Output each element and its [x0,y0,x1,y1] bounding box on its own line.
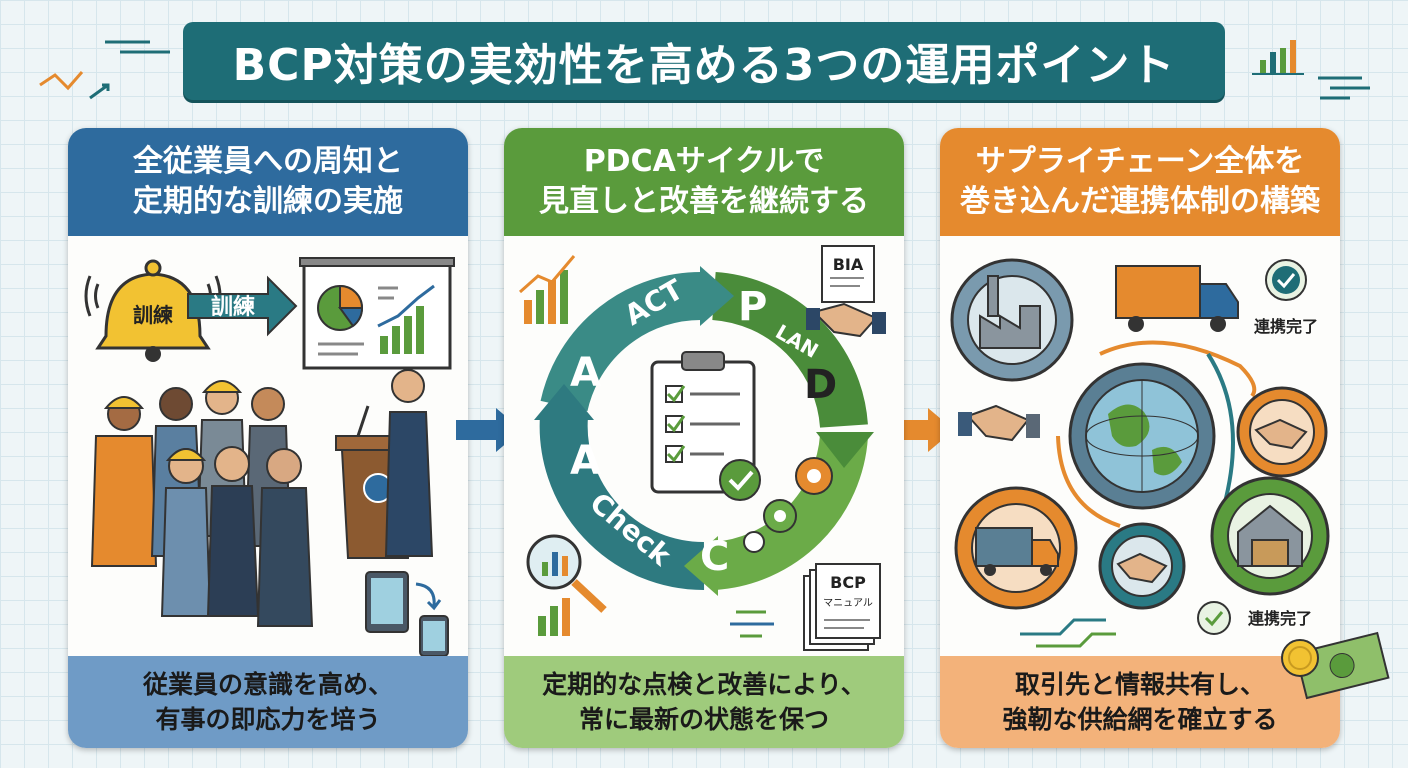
title-banner: BCP対策の実効性を高める3つの運用ポイント [183,22,1225,100]
header-line-1: 全従業員への周知と [133,144,403,180]
employees-group [90,380,314,627]
act-arc [540,271,705,412]
magnifier-chart-icon [526,534,607,636]
clipboard-checklist-icon [650,351,761,501]
manual-label: マニュアル [823,598,873,609]
gear-icon [743,457,833,553]
footer-line-2: 常に最新の状態を保つ [578,705,829,734]
partner-gear-handshake-icon [1236,386,1328,478]
growth-chart-icon [519,255,576,324]
smartphone-icon [419,615,449,657]
footer-line-2: 有事の即応力を培う [155,705,381,734]
do-arc [711,433,868,590]
truck-gear-icon [954,486,1078,610]
dash-deco [730,610,774,638]
handshake-icon [806,302,886,338]
bell-label: 訓練 [133,303,173,327]
training-illustration: 訓練 訓練 [84,257,455,657]
panel-pdca: PDCAサイクルで 見直しと改善を継続する ACT P LAN D A [504,128,904,748]
panel-illustration: ACT P LAN D A A Check C [504,236,904,656]
panel-header: サプライチェーン全体を 巻き込んだ連携体制の構築 [940,128,1340,236]
truck-icon [1115,265,1239,332]
factory-gear-icon [950,258,1074,382]
a-letter-1: A [570,350,601,396]
plan-letter: P [738,284,767,330]
header-line-2: 巻き込んだ連携体制の構築 [960,184,1320,219]
corner-deco-left [39,40,170,100]
circuit-deco [1020,618,1116,648]
panel-footer: 定期的な点検と改善により、 常に最新の状態を保つ [504,656,904,748]
footer-line-2: 強靭な供給網を確立する [1002,705,1278,734]
done-label-2: 連携完了 [1248,609,1312,628]
connector-arrow-2 [888,408,954,452]
flow-arrow-top [1099,340,1257,398]
header-line-1: PDCAサイクルで [583,144,825,180]
check-badge-icon [1197,601,1231,635]
panel-footer: 取引先と情報共有し、 強靭な供給網を確立する [940,656,1340,748]
bcp-manual-icon [803,563,881,651]
globe-gear-icon [1068,362,1216,510]
done-label-1: 連携完了 [1254,317,1318,336]
warehouse-gear-icon [1210,476,1330,596]
page-title: BCP対策の実効性を高める3つの運用ポイント [232,40,1176,91]
speaker-figure [384,369,434,557]
supply-chain-illustration: 連携完了 [950,258,1330,648]
arrow-label: 訓練 [211,294,255,320]
panel-training: 全従業員への周知と 定期的な訓練の実施 訓練 訓練 [68,128,468,748]
plan-arc [711,272,868,429]
presentation-board-icon [299,257,455,370]
bia-document-icon [821,245,875,303]
flow-arrow-left [1056,435,1121,528]
sync-arrows [415,582,442,611]
handshake-icon [958,404,1040,442]
header-line-2: 見直しと改善を継続する [539,184,869,219]
bia-label: BIA [833,255,864,274]
panel-header: 全従業員への周知と 定期的な訓練の実施 [68,128,468,236]
flow-arrow-right [1206,352,1235,507]
panel-illustration: 訓練 訓練 [68,236,468,657]
footer-line-1: 従業員の意識を高め、 [142,670,393,699]
handshake-center-icon [1098,522,1186,610]
header-line-1: サプライチェーン全体を [975,144,1305,180]
alarm-bell-icon [84,259,222,362]
money-icon [1281,631,1390,700]
footer-line-1: 定期的な点検と改善により、 [542,670,866,699]
panel-footer: 従業員の意識を高め、 有事の即応力を培う [68,656,468,748]
do-letter: D [804,362,837,408]
check-badge-icon [1265,259,1307,301]
corner-deco-right [1252,40,1370,100]
panel-supply-chain: サプライチェーン全体を 巻き込んだ連携体制の構築 連 [940,128,1340,748]
a-letter-2: A [570,438,601,484]
header-line-2: 定期的な訓練の実施 [133,184,403,219]
training-arrow [187,275,298,337]
bcp-label: BCP [830,573,866,592]
pdca-illustration: ACT P LAN D A A Check C [519,245,886,651]
c-letter: C [700,534,729,580]
footer-line-1: 取引先と情報共有し、 [1014,670,1265,699]
panel-header: PDCAサイクルで 見直しと改善を継続する [504,128,904,236]
panel-illustration: 連携完了 [940,236,1340,656]
tablet-icon [365,571,409,633]
check-arc [539,414,705,591]
